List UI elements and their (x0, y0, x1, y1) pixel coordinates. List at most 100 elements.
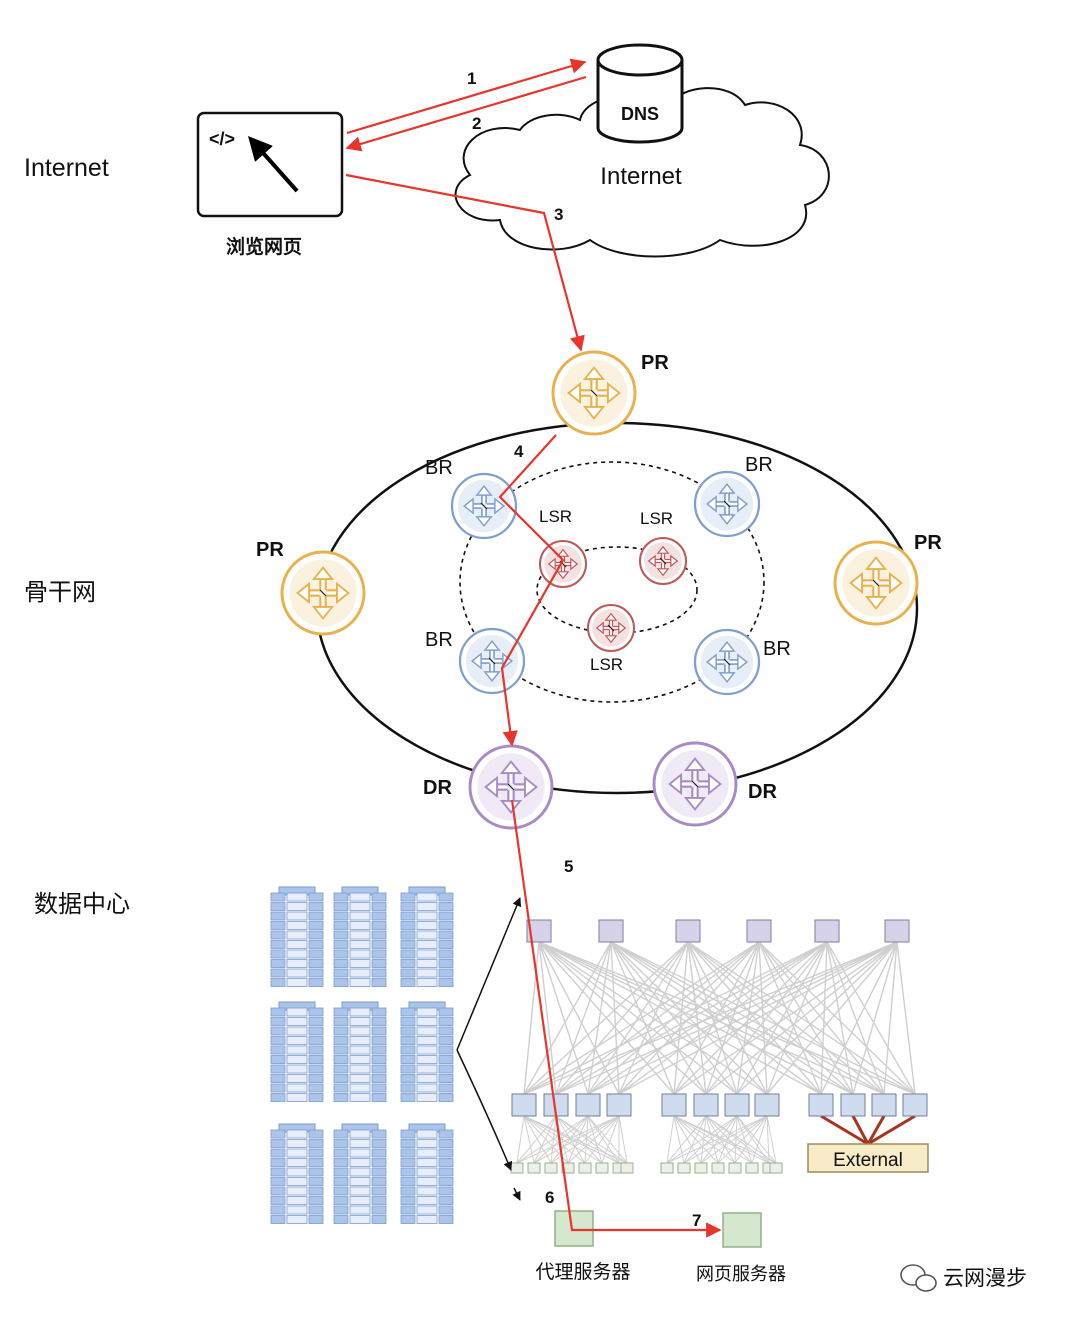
spine-switch (598, 919, 624, 943)
br-tr-label: BR (745, 454, 773, 476)
step-3: 3 (554, 205, 563, 224)
routers (280, 350, 919, 830)
server-rack-0-0 (270, 886, 324, 987)
br-tl-label: BR (425, 457, 453, 479)
step-5: 5 (564, 857, 573, 876)
dr-router-left (468, 744, 554, 830)
server-rack-0-1 (333, 886, 387, 987)
server-rack-1-1 (333, 1001, 387, 1102)
tor-switch (595, 1162, 609, 1174)
br-router-top-left (450, 472, 518, 540)
tor-switch (561, 1162, 575, 1174)
spine-switch (675, 919, 701, 943)
br-bl-label: BR (425, 629, 453, 651)
web-server-label: 网页服务器 (696, 1264, 786, 1285)
pr-router-right (833, 540, 919, 626)
leaf-switch (606, 1093, 632, 1117)
br-router-bottom-left (458, 627, 526, 695)
browser-label: 浏览网页 (226, 235, 302, 258)
tor-switch (745, 1162, 759, 1174)
pr-right-label: PR (914, 532, 942, 554)
proxy-server-box (554, 1210, 594, 1247)
wechat-icon (900, 1264, 937, 1292)
path-step-2 (345, 75, 587, 152)
server-rack-1-2 (400, 1001, 454, 1102)
section-label-internet: Internet (24, 154, 109, 182)
lsr-router-b (639, 537, 687, 585)
lsr-b-label: LSR (640, 509, 673, 528)
leaf-switch (902, 1093, 928, 1117)
leaf-switch (840, 1093, 866, 1117)
pr-left-label: PR (256, 539, 284, 561)
dc-fabric (510, 919, 928, 1174)
watermark-text: 云网漫步 (943, 1266, 1027, 1290)
server-rack-2-1 (333, 1123, 387, 1224)
dr-router-right (652, 741, 738, 827)
leaf-switch (871, 1093, 897, 1117)
leaf-switch (724, 1093, 750, 1117)
leaf-switch (808, 1093, 834, 1117)
leaf-switch (661, 1093, 687, 1117)
tor-switch (769, 1162, 783, 1174)
br-ring (459, 461, 765, 703)
dns-server: DNS (596, 43, 684, 144)
watermark: 云网漫步 (900, 1264, 1027, 1292)
dns-label: DNS (621, 104, 659, 124)
lsr-router-c (587, 604, 635, 652)
external-gateway: External (807, 1143, 929, 1173)
br-router-bottom-right (693, 628, 761, 696)
step-6: 6 (545, 1188, 554, 1207)
spine-switch (814, 919, 840, 943)
tor-to-server-arrow (512, 1187, 521, 1201)
tor-switch (510, 1162, 524, 1174)
section-label-datacenter: 数据中心 (34, 890, 130, 918)
spine-switch (526, 919, 552, 943)
spine-switch (746, 919, 772, 943)
leaf-switch (511, 1093, 537, 1117)
server-rack-1-0 (270, 1001, 324, 1102)
leaf-switch (575, 1093, 601, 1117)
path-step-3 (345, 173, 585, 352)
tor-switch (660, 1162, 674, 1174)
tor-switch (620, 1162, 634, 1174)
step-1: 1 (467, 69, 476, 88)
lsr-a-label: LSR (539, 507, 572, 526)
pr-router-left (280, 550, 366, 636)
spine-switch (884, 919, 910, 943)
server-racks (270, 886, 454, 1224)
leaf-switch (693, 1093, 719, 1117)
step-4: 4 (514, 442, 524, 461)
lsr-c-label: LSR (590, 655, 623, 674)
leaf-switch (754, 1093, 780, 1117)
internet-cloud-label: Internet (600, 163, 682, 190)
server-rack-2-2 (400, 1123, 454, 1224)
rack-to-fabric-arrow (456, 897, 522, 1051)
browser-window: </> 浏览网页 (196, 111, 344, 258)
server-rack-0-2 (400, 886, 454, 987)
pr-router-top (551, 350, 637, 436)
web-server-box (722, 1212, 762, 1248)
tor-switch (694, 1162, 708, 1174)
pr-top-label: PR (641, 352, 669, 374)
path-step-5-7 (510, 799, 722, 1238)
tor-switch (544, 1162, 558, 1174)
internet-cloud: Internet (454, 87, 830, 258)
step-7: 7 (692, 1211, 701, 1230)
path-step-4 (498, 434, 565, 747)
proxy-server-label: 代理服务器 (535, 1261, 630, 1283)
tor-switch (728, 1162, 742, 1174)
code-icon: </> (209, 129, 235, 149)
tor-switch (578, 1162, 592, 1174)
step-2: 2 (472, 114, 481, 133)
tor-switch (527, 1162, 541, 1174)
request-path (345, 58, 722, 1238)
dr-right-label: DR (748, 781, 777, 803)
rack-to-tor-arrow (456, 1049, 513, 1171)
lsr-router-a (539, 540, 587, 588)
section-label-backbone: 骨干网 (24, 578, 96, 606)
fabric-links (516, 941, 916, 1164)
dr-left-label: DR (423, 777, 452, 799)
path-step-1 (346, 58, 587, 135)
server-rack-2-0 (270, 1123, 324, 1224)
